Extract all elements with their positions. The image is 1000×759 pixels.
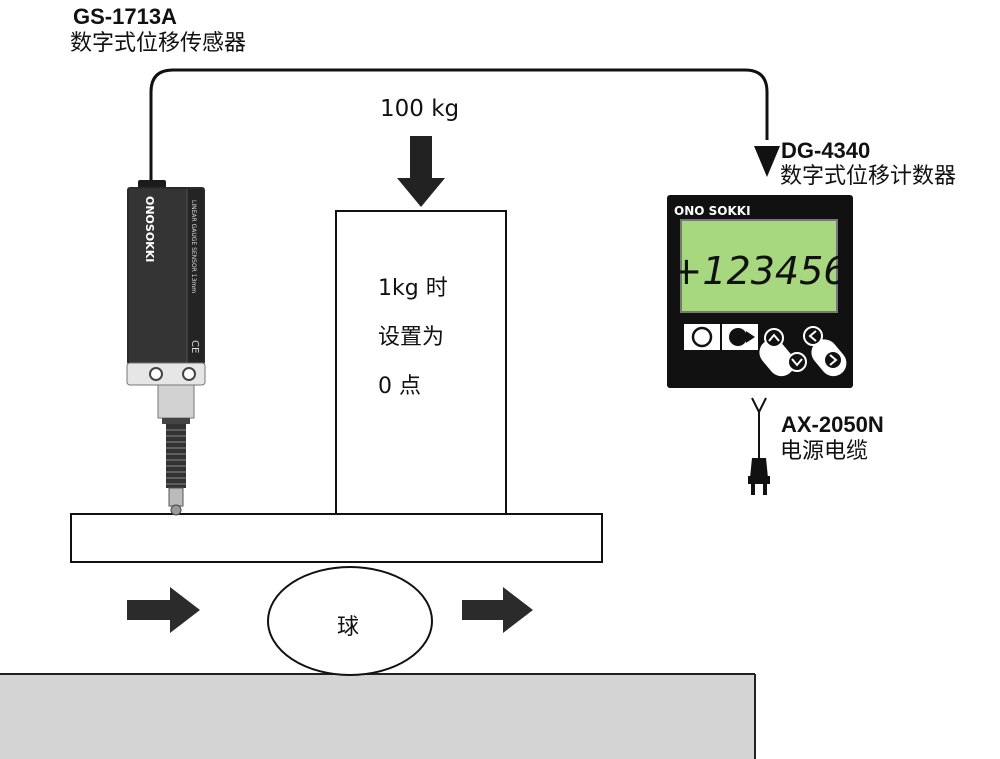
cable-arrowhead (754, 146, 780, 177)
weight-block (335, 210, 507, 515)
load-label: 100 kg (380, 96, 460, 122)
plate (70, 513, 603, 563)
signal-cable (149, 68, 769, 183)
counter-display-value: +123456 (671, 249, 848, 293)
sensor-model-label: GS-1713A (73, 4, 177, 29)
cable-model-label: AX-2050N (781, 412, 884, 437)
weight-block-line-3: 0 点 (378, 374, 421, 399)
sensor-brand-text: ONOSOKKI (143, 196, 156, 262)
ce-mark: CE (189, 340, 200, 353)
ground (0, 674, 755, 759)
cable-description-label: 电源电缆 (780, 439, 869, 464)
plug-icon (748, 458, 770, 495)
ball (267, 566, 433, 676)
counter-description-label: 数字式位移计数器 (780, 164, 957, 189)
ball-label: 球 (337, 615, 360, 640)
displacement-sensor (126, 180, 206, 516)
sensor-description-label: 数字式位移传感器 (70, 31, 247, 56)
counter-button-open[interactable] (684, 324, 720, 350)
weight-block-line-1: 1kg 时 (378, 276, 448, 301)
load-arrow (397, 136, 445, 207)
sensor-body-text: LINEAR GAUGE SENSOR 13mm (190, 200, 197, 293)
counter-button-filled[interactable] (722, 324, 758, 350)
motion-arrow-right (462, 587, 533, 633)
counter-lcd (680, 219, 838, 313)
power-cable (751, 397, 767, 458)
weight-block-line-2: 设置为 (378, 325, 445, 350)
counter-model-label: DG-4340 (781, 138, 871, 163)
motion-arrow-left (127, 587, 200, 633)
counter-brand-text: ONO SOKKI (674, 204, 751, 218)
counter-button-left-right[interactable] (803, 326, 852, 381)
counter-button-up-down[interactable] (754, 328, 807, 381)
